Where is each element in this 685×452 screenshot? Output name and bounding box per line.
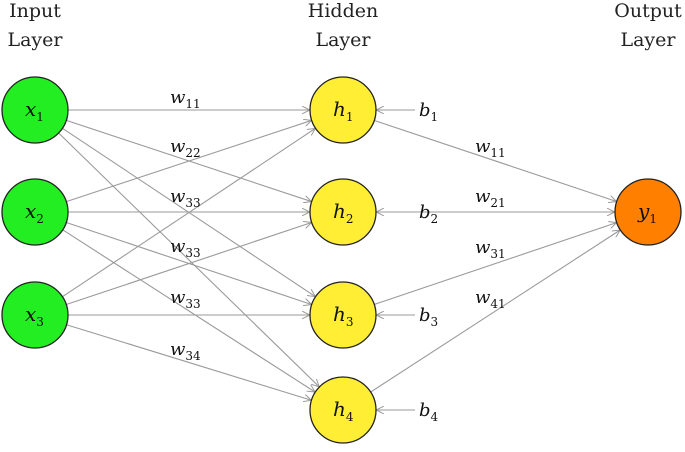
input-node-x3 xyxy=(1,281,69,349)
output-node-y1 xyxy=(614,178,682,246)
edge-x2-h4 xyxy=(62,229,315,392)
weight-label-ho-4-subscript: 41 xyxy=(490,297,505,311)
bias-label-2: b2 xyxy=(419,202,438,226)
weight-label-ih-6: w34 xyxy=(170,339,201,363)
weight-label-ih-6-subscript: 34 xyxy=(185,349,201,363)
bias-label-1-subscript: 1 xyxy=(431,110,439,124)
hidden-layer-title-line1: Hidden xyxy=(308,0,378,22)
input-node-x2-label-subscript: 2 xyxy=(36,212,44,226)
weight-label-ih-1: w11 xyxy=(170,87,201,111)
input-layer-title-line2: Layer xyxy=(7,29,63,51)
weight-label-ih-3-base: w xyxy=(170,186,186,207)
input-node-x3-label-base: x xyxy=(25,302,36,326)
input-node-x2-label-base: x xyxy=(25,199,36,223)
bias-label-4-base: b xyxy=(419,400,431,421)
hidden-node-h2-label-subscript: 2 xyxy=(346,212,354,226)
weight-label-ho-3: w31 xyxy=(475,237,506,261)
weight-label-ho-2: w21 xyxy=(475,186,506,210)
edges-group xyxy=(58,110,620,410)
hidden-node-h4-label-subscript: 4 xyxy=(346,410,354,424)
edge-x3-h2 xyxy=(66,223,310,306)
hidden-node-h1-label-subscript: 1 xyxy=(346,110,354,124)
hidden-node-h1-label-base: h xyxy=(333,97,346,121)
weight-label-ho-2-base: w xyxy=(475,186,491,207)
bias-label-3-subscript: 3 xyxy=(431,315,439,329)
bias-label-3-base: b xyxy=(419,305,431,326)
input-node-x1-label-subscript: 1 xyxy=(36,110,44,124)
bias-label-3: b3 xyxy=(419,305,438,329)
weight-label-ih-2-base: w xyxy=(170,136,186,157)
weight-label-ho-2-subscript: 21 xyxy=(490,196,505,210)
weight-label-ih-4-base: w xyxy=(170,236,186,257)
hidden-node-h3-label-base: h xyxy=(333,302,346,326)
output-node-y1-label: y1 xyxy=(637,199,657,226)
output-layer-title-line1: Output xyxy=(614,0,682,22)
hidden-node-h2-label: h2 xyxy=(333,199,354,226)
input-node-x3-label: x3 xyxy=(25,302,44,329)
weight-label-ho-1-base: w xyxy=(475,136,491,157)
edge-x3-h4 xyxy=(66,324,311,400)
weight-label-ho-1: w11 xyxy=(475,136,506,160)
weight-label-ih-4: w33 xyxy=(170,236,201,260)
input-node-x2 xyxy=(1,178,69,246)
hidden-node-h2 xyxy=(309,178,377,246)
weight-label-ho-3-subscript: 31 xyxy=(490,247,505,261)
hidden-layer-title-line2: Layer xyxy=(315,29,371,51)
output-node-y1-label-subscript: 1 xyxy=(649,212,657,226)
weight-label-ih-5-base: w xyxy=(170,287,186,308)
edge-x2-h1 xyxy=(66,121,310,203)
bias-label-1: b1 xyxy=(419,100,438,124)
bias-label-2-base: b xyxy=(419,202,431,223)
weight-label-ih-2: w22 xyxy=(170,136,201,160)
hidden-node-h4-label: h4 xyxy=(333,397,354,424)
input-node-x3-label-subscript: 3 xyxy=(36,315,44,329)
hidden-node-h2-label-base: h xyxy=(333,199,346,223)
hidden-node-h4-label-base: h xyxy=(333,397,346,421)
weight-label-ho-3-base: w xyxy=(475,237,491,258)
hidden-node-h1-label: h1 xyxy=(333,97,354,124)
weight-label-ih-6-base: w xyxy=(170,339,186,360)
hidden-node-h3-label-subscript: 3 xyxy=(346,315,354,329)
edge-x3-h1 xyxy=(62,129,314,298)
input-layer-title-line1: Input xyxy=(9,0,61,22)
weight-label-ih-4-subscript: 33 xyxy=(185,246,200,260)
bias-label-2-subscript: 2 xyxy=(431,212,439,226)
weight-label-ih-3-subscript: 33 xyxy=(185,196,200,210)
hidden-node-h3-label: h3 xyxy=(333,302,354,329)
weight-label-ih-1-base: w xyxy=(170,87,186,108)
bias-label-4: b4 xyxy=(419,400,439,424)
edge-h3-y1 xyxy=(374,223,616,305)
weight-label-ho-1-subscript: 11 xyxy=(490,146,505,160)
output-node-y1-label-base: y xyxy=(637,199,650,223)
bias-label-4-subscript: 4 xyxy=(431,410,439,424)
edge-h4-y1 xyxy=(370,231,620,393)
hidden-node-h1 xyxy=(309,76,377,144)
weight-label-ih-3: w33 xyxy=(170,186,201,210)
edge-h1-y1 xyxy=(374,119,615,201)
hidden-node-h3 xyxy=(309,281,377,349)
weight-label-ih-5: w33 xyxy=(170,287,201,311)
weight-label-ih-5-subscript: 33 xyxy=(185,297,200,311)
weight-label-ih-2-subscript: 22 xyxy=(185,146,200,160)
input-node-x2-label: x2 xyxy=(25,199,44,226)
weight-label-ih-1-subscript: 11 xyxy=(185,97,200,111)
input-node-x1 xyxy=(1,76,69,144)
output-layer-title-line2: Layer xyxy=(620,29,676,51)
bias-label-1-base: b xyxy=(419,100,431,121)
weight-label-ho-4-base: w xyxy=(475,287,491,308)
edge-x1-h4 xyxy=(58,132,319,386)
weight-label-ho-4: w41 xyxy=(475,287,506,311)
hidden-node-h4 xyxy=(309,376,377,444)
input-node-x1-label: x1 xyxy=(25,97,44,124)
input-node-x1-label-base: x xyxy=(25,97,36,121)
